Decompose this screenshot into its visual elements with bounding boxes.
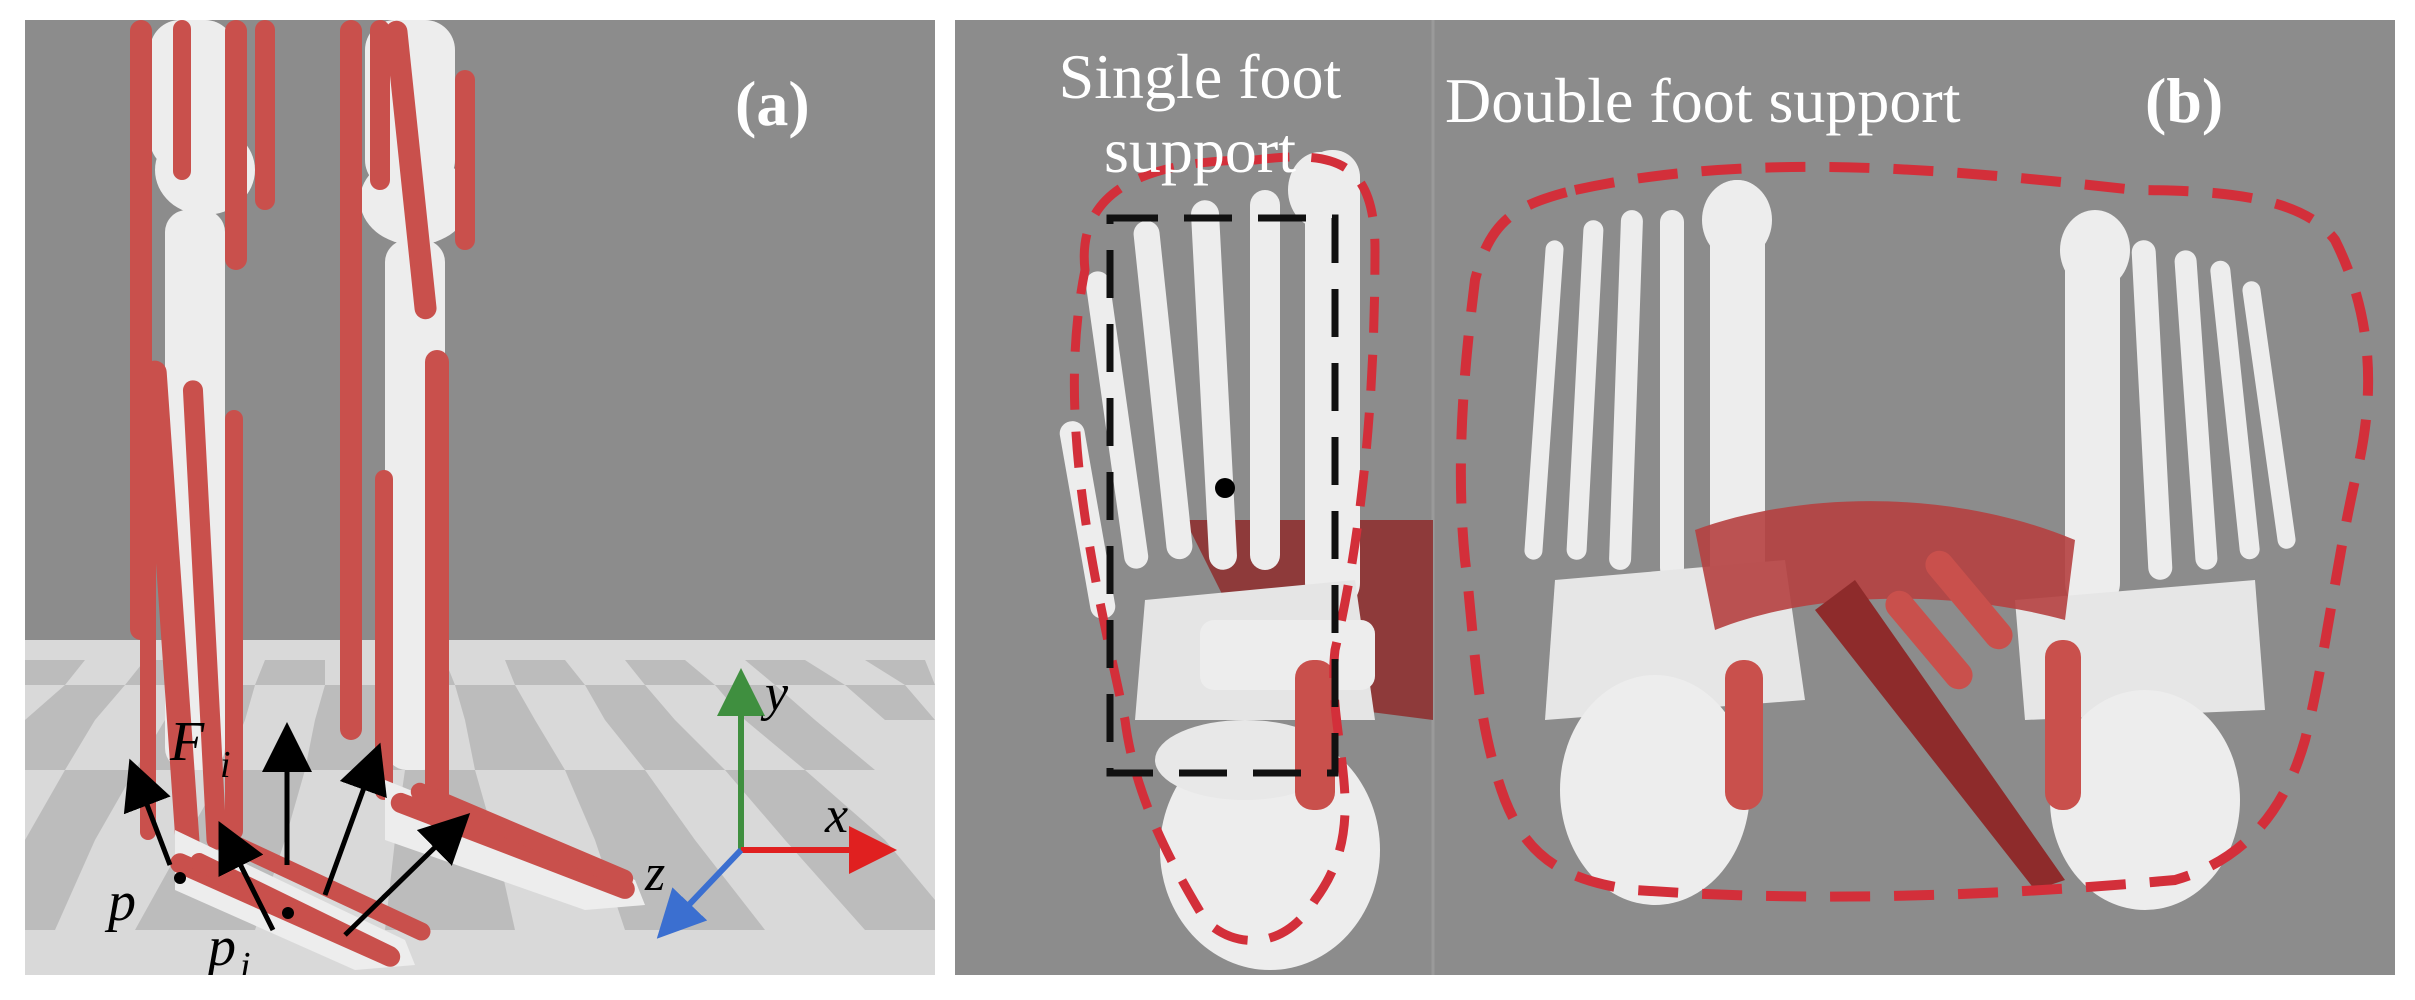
- single-foot-model: [1059, 150, 1433, 970]
- panel-b-label: (b): [2145, 65, 2223, 136]
- force-label-subscript: i: [220, 744, 231, 786]
- double-foot-model: [1524, 180, 2296, 910]
- coordinate-axes: [656, 668, 897, 939]
- panel-a-label: (a): [735, 68, 810, 139]
- force-label: F: [169, 711, 205, 773]
- z-axis-arrow: [656, 847, 744, 939]
- double-support-outline: [1455, 161, 2374, 902]
- panel-a: (a) y x z F i p p i: [25, 20, 935, 975]
- single-support-title-line2: support: [1104, 115, 1296, 186]
- single-support-box: [1106, 214, 1339, 777]
- force-arrow: [343, 813, 471, 937]
- cop-point-p: [174, 872, 186, 884]
- panel-b-illustration: Single foot support Double foot support …: [1059, 20, 2374, 975]
- right-leg-model: [340, 20, 645, 910]
- force-arrows: [123, 722, 471, 937]
- contact-point-pi: [282, 907, 294, 919]
- point-pi-label: p: [204, 916, 236, 975]
- checkered-floor: [25, 640, 935, 975]
- y-axis-label: y: [760, 665, 789, 722]
- panel-a-illustration: (a) y x z F i p p i: [25, 20, 935, 975]
- panel-b: Single foot support Double foot support …: [955, 20, 2395, 975]
- single-support-title-line1: Single foot: [1059, 41, 1342, 112]
- force-arrow: [218, 821, 276, 932]
- single-support-outline: [1069, 152, 1380, 945]
- z-axis-label: z: [644, 845, 665, 902]
- point-p-label: p: [104, 871, 136, 933]
- point-pi-subscript: i: [240, 945, 251, 975]
- double-support-title: Double foot support: [1445, 65, 1961, 136]
- force-arrow: [322, 742, 387, 896]
- single-support-cop-point: [1215, 478, 1235, 498]
- force-arrow: [123, 758, 173, 866]
- x-axis-label: x: [824, 787, 848, 844]
